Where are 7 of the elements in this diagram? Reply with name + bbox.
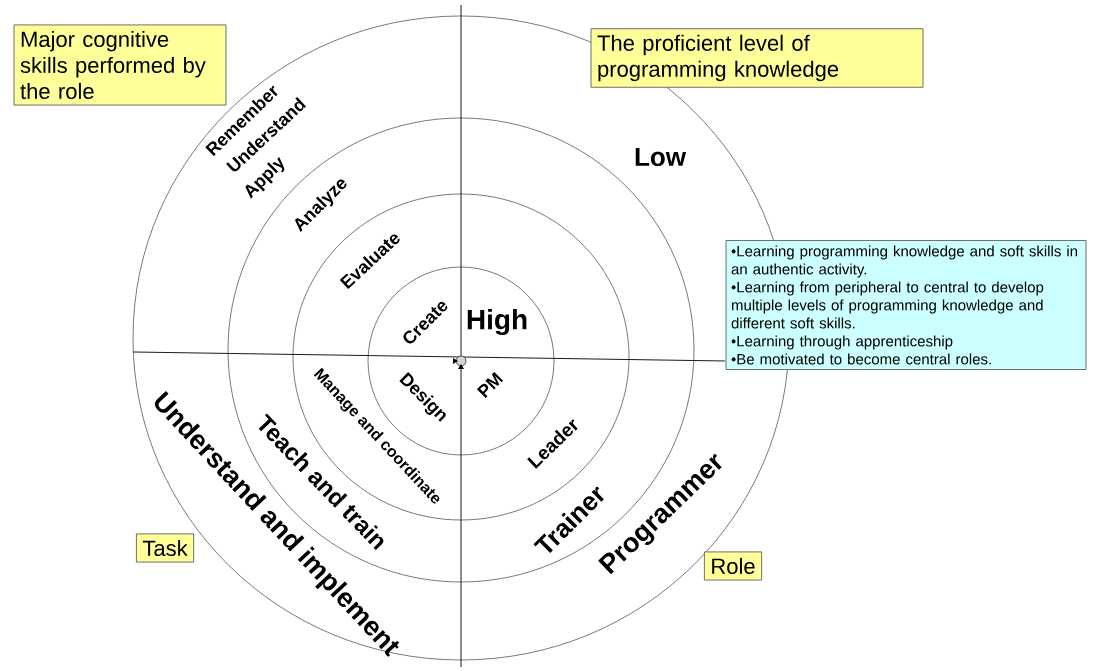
- note-box: The proficient level of programming knowledge: [590, 28, 924, 88]
- note-box: Major cognitive skills performed by the role: [13, 24, 227, 106]
- info-box: •Learning programming knowledge and soft skills in an authentic activity. •Learning from peripheral to central to develop multiple levels of programming knowledge and different soft skills. •Learning through apprenticeship •Be motivated to become central roles.: [725, 240, 1087, 370]
- ring-label: PM: [476, 371, 504, 399]
- tag-box: Task: [136, 533, 195, 563]
- level-label: Low: [635, 147, 687, 167]
- level-label: High: [467, 308, 527, 336]
